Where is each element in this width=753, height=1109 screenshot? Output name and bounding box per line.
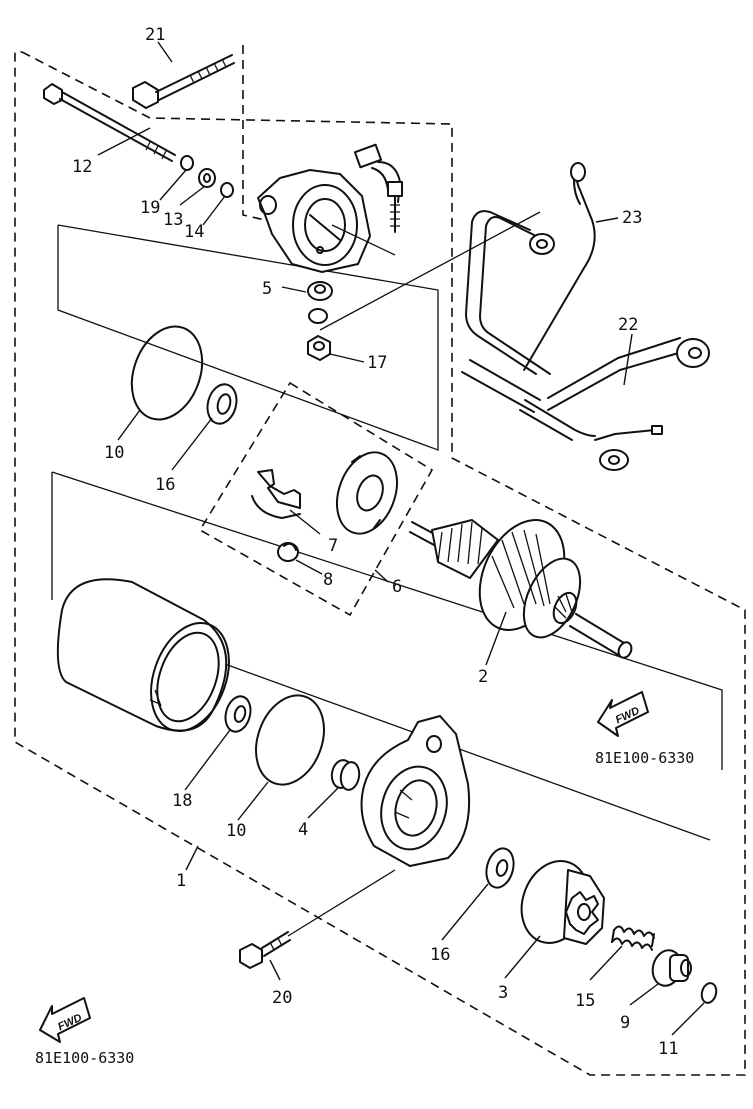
brush-holder-group-boundary [198, 381, 434, 617]
starter-clutch-3 [520, 860, 605, 945]
callout-4: 4 [298, 820, 308, 840]
callout-1: 1 [176, 871, 186, 891]
bolt-21 [132, 54, 235, 109]
brush-spring-8 [277, 542, 299, 562]
fwd-arrow-left: FWD [39, 997, 91, 1043]
long-bolt-12 [43, 83, 176, 162]
callout-12: 12 [72, 157, 92, 177]
o-ring-10-upper [130, 325, 204, 421]
callout-numbers: 21 12 19 13 14 5 17 23 22 10 16 7 8 6 2 … [72, 25, 678, 1059]
circlip-11 [700, 982, 718, 1004]
callout-leader-lines [97, 41, 705, 1036]
spring-15 [611, 925, 655, 951]
callout-20: 20 [272, 988, 292, 1008]
callout-7: 7 [328, 536, 338, 556]
nuts-5-17 [307, 211, 541, 361]
callout-11: 11 [658, 1039, 678, 1059]
callout-16-lower: 16 [430, 945, 450, 965]
callout-3: 3 [498, 983, 508, 1003]
armature-2 [409, 519, 633, 659]
assembly-boundary [14, 45, 746, 1076]
callout-19: 19 [140, 198, 160, 218]
callout-10-lower: 10 [226, 821, 246, 841]
drawing-code-left: 81E100-6330 [35, 1049, 134, 1067]
front-cover [360, 715, 471, 867]
callout-16-upper: 16 [155, 475, 175, 495]
washer-18 [224, 695, 252, 733]
terminal-bolt [331, 143, 403, 256]
callout-14: 14 [184, 222, 204, 242]
callout-5: 5 [262, 279, 272, 299]
rear-cover [257, 169, 371, 273]
o-ring-10-lower [255, 694, 325, 786]
rear-cover-guide-box [57, 224, 439, 451]
collar-9 [651, 949, 692, 987]
callout-17: 17 [367, 353, 387, 373]
callout-15: 15 [575, 991, 595, 1011]
washer-16-lower [485, 847, 515, 889]
brush-7 [251, 469, 301, 519]
callout-2: 2 [478, 667, 488, 687]
bearing-4 [330, 759, 361, 791]
washer-16-upper [206, 383, 238, 425]
callout-9: 9 [620, 1013, 630, 1033]
washers-19-13-14 [180, 155, 234, 198]
callout-6: 6 [392, 577, 402, 597]
callout-23: 23 [622, 208, 642, 228]
cable-leads-22-23 [461, 162, 710, 471]
fwd-arrow-right: FWD [597, 691, 649, 737]
callout-18: 18 [172, 791, 192, 811]
callout-8: 8 [323, 570, 333, 590]
bolt-20 [239, 869, 396, 969]
drawing-code-right: 81E100-6330 [595, 749, 694, 767]
callout-10-upper: 10 [104, 443, 124, 463]
callout-22: 22 [618, 315, 638, 335]
yoke-housing [56, 578, 230, 733]
callout-21: 21 [145, 25, 165, 45]
callout-13: 13 [163, 210, 183, 230]
brush-plate [336, 451, 398, 535]
